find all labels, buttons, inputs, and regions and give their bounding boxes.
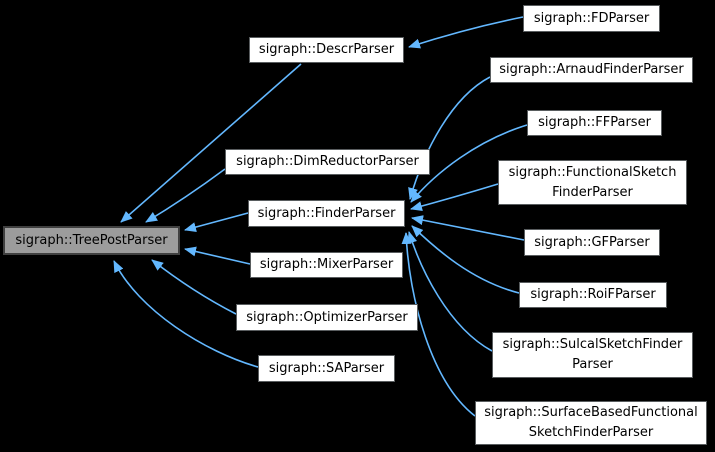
class-node-label: sigraph::OptimizerParser [246, 309, 408, 325]
edge-roif-parser-to-finder-parser [411, 225, 520, 294]
class-node-roif-parser[interactable]: sigraph::RoiFParser [519, 282, 667, 308]
class-node-label: sigraph::FFParser [538, 115, 651, 130]
edge-gf-parser-to-finder-parser [411, 215, 525, 241]
class-node-fd-parser[interactable]: sigraph::FDParser [523, 5, 660, 32]
edge-sa-parser-to-tree-post-parser [113, 260, 259, 368]
class-node-label: SketchFinderParser [528, 425, 654, 440]
edge-arnaud-finder-parser-to-finder-parser [408, 76, 491, 200]
edge-sulcal-sketch-finder-parser-to-finder-parser [407, 231, 493, 352]
class-node-label: sigraph::MixerParser [259, 257, 394, 272]
class-node-sa-parser[interactable]: sigraph::SAParser [258, 355, 395, 382]
class-node-label: sigraph::SurfaceBasedFunctional [484, 405, 698, 420]
class-node-label: sigraph::GFParser [534, 234, 650, 250]
class-node-label: sigraph::TreePostParser [15, 232, 168, 248]
class-node-tree-post-parser: sigraph::TreePostParser [3, 226, 180, 255]
edge-dim-reductor-parser-to-tree-post-parser [145, 168, 226, 223]
edge-finder-parser-to-tree-post-parser [184, 212, 249, 232]
class-node-label: sigraph::FinderParser [257, 205, 396, 221]
edge-fd-parser-to-descr-parser [408, 16, 524, 49]
class-node-label: FinderParser [552, 184, 633, 200]
class-node-optimizer-parser[interactable]: sigraph::OptimizerParser [236, 304, 418, 331]
class-node-label: Parser [572, 357, 613, 372]
class-node-gf-parser[interactable]: sigraph::GFParser [524, 229, 660, 256]
class-node-label: sigraph::SulcalSketchFinder [502, 337, 683, 352]
edge-functional-sketch-finder-parser-to-finder-parser [410, 183, 499, 211]
edge-surface-based-functional-sketch-finder-parser-to-finder-parser [401, 232, 476, 417]
class-node-label: sigraph::SAParser [268, 360, 385, 376]
class-node-dim-reductor-parser[interactable]: sigraph::DimReductorParser [225, 149, 430, 175]
class-node-finder-parser[interactable]: sigraph::FinderParser [248, 200, 405, 227]
class-node-label: sigraph::ArnaudFinderParser [499, 62, 684, 77]
class-node-label: sigraph::FunctionalSketch [508, 164, 677, 180]
edge-ff-parser-to-finder-parser [410, 124, 528, 203]
edge-optimizer-parser-to-tree-post-parser [151, 259, 237, 315]
class-node-label: sigraph::FDParser [533, 10, 650, 26]
class-node-ff-parser[interactable]: sigraph::FFParser [527, 110, 662, 136]
class-node-label: sigraph::DimReductorParser [236, 154, 419, 169]
edge-mixer-parser-to-tree-post-parser [184, 246, 251, 265]
class-node-mixer-parser[interactable]: sigraph::MixerParser [250, 252, 403, 278]
class-node-arnaud-finder-parser[interactable]: sigraph::ArnaudFinderParser [490, 57, 693, 83]
class-node-descr-parser[interactable]: sigraph::DescrParser [249, 37, 404, 63]
edge-descr-parser-to-tree-post-parser [120, 63, 302, 223]
class-node-label: sigraph::DescrParser [258, 42, 395, 57]
class-node-label: sigraph::RoiFParser [530, 287, 656, 302]
